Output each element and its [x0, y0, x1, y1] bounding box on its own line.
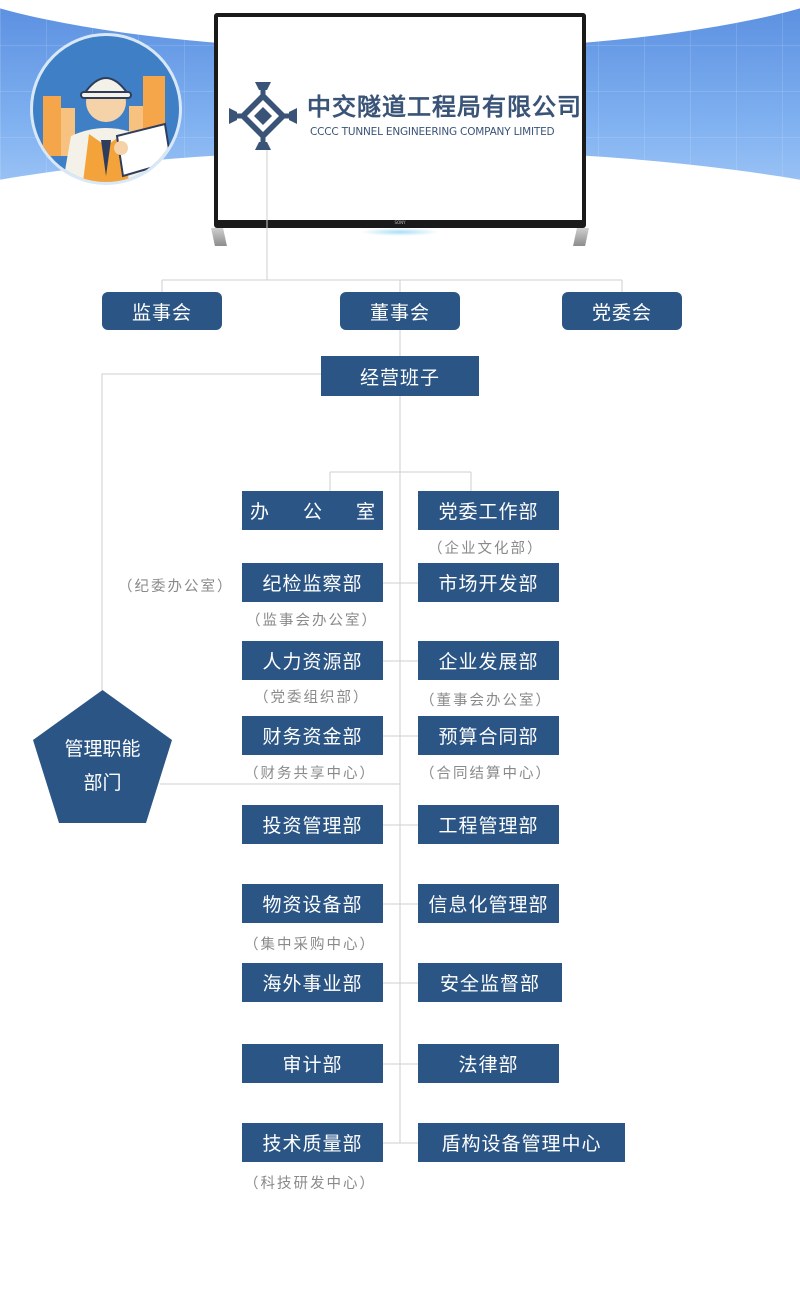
- dept-human-resources-note: （党委组织部）: [254, 690, 370, 706]
- dept-technical-quality-note: （科技研发中心）: [244, 1176, 376, 1192]
- dept-enterprise-development[interactable]: 企业发展部: [418, 641, 559, 680]
- dept-budget-contract[interactable]: 预算合同部: [418, 716, 559, 755]
- dept-materials-equipment-note: （集中采购中心）: [244, 937, 376, 953]
- dept-overseas[interactable]: 海外事业部: [242, 963, 383, 1002]
- dept-audit[interactable]: 审计部: [242, 1044, 383, 1083]
- engineer-avatar: [30, 33, 182, 185]
- engineer-illustration: [43, 76, 173, 182]
- dept-engineering-management[interactable]: 工程管理部: [418, 805, 559, 844]
- company-name-cn: 中交隧道工程局有限公司: [307, 93, 582, 121]
- dept-finance-note: （财务共享中心）: [244, 766, 376, 782]
- dept-investment[interactable]: 投资管理部: [242, 805, 383, 844]
- supervisory-board-box[interactable]: 监事会: [102, 292, 222, 330]
- dept-party-work-note: （企业文化部）: [428, 541, 544, 557]
- tv-glow: [360, 228, 440, 236]
- dept-safety-supervision[interactable]: 安全监督部: [418, 963, 562, 1002]
- party-committee-box[interactable]: 党委会: [562, 292, 682, 330]
- dept-office[interactable]: 办 公 室: [242, 491, 383, 530]
- dept-discipline-note: （监事会办公室）: [246, 613, 378, 629]
- dept-party-work[interactable]: 党委工作部: [418, 491, 559, 530]
- dept-finance[interactable]: 财务资金部: [242, 716, 383, 755]
- dept-legal[interactable]: 法律部: [418, 1044, 559, 1083]
- dept-enterprise-development-note: （董事会办公室）: [420, 693, 552, 709]
- dept-materials-equipment[interactable]: 物资设备部: [242, 884, 383, 923]
- dept-technical-quality[interactable]: 技术质量部: [242, 1123, 383, 1162]
- dept-market-development[interactable]: 市场开发部: [418, 563, 559, 602]
- dept-shield-equipment-center[interactable]: 盾构设备管理中心: [418, 1123, 625, 1162]
- dept-discipline-inspection[interactable]: 纪检监察部: [242, 563, 383, 602]
- dept-human-resources[interactable]: 人力资源部: [242, 641, 383, 680]
- board-of-directors-box[interactable]: 董事会: [340, 292, 460, 330]
- dept-information-management[interactable]: 信息化管理部: [418, 884, 559, 923]
- management-team-box[interactable]: 经营班子: [321, 356, 479, 396]
- tv-brand: SONY: [394, 220, 406, 225]
- dept-discipline-side-note: （纪委办公室）: [118, 579, 234, 595]
- company-name-en: CCCC TUNNEL ENGINEERING COMPANY LIMITED: [310, 126, 555, 138]
- dept-budget-contract-note: （合同结算中心）: [420, 766, 552, 782]
- management-dept-line2: 部门: [83, 772, 122, 794]
- management-dept-line1: 管理职能: [64, 738, 141, 760]
- management-dept-pentagon[interactable]: [33, 690, 172, 823]
- company-logo-icon: [229, 82, 297, 150]
- management-dept-label: 管理职能 部门: [33, 732, 172, 800]
